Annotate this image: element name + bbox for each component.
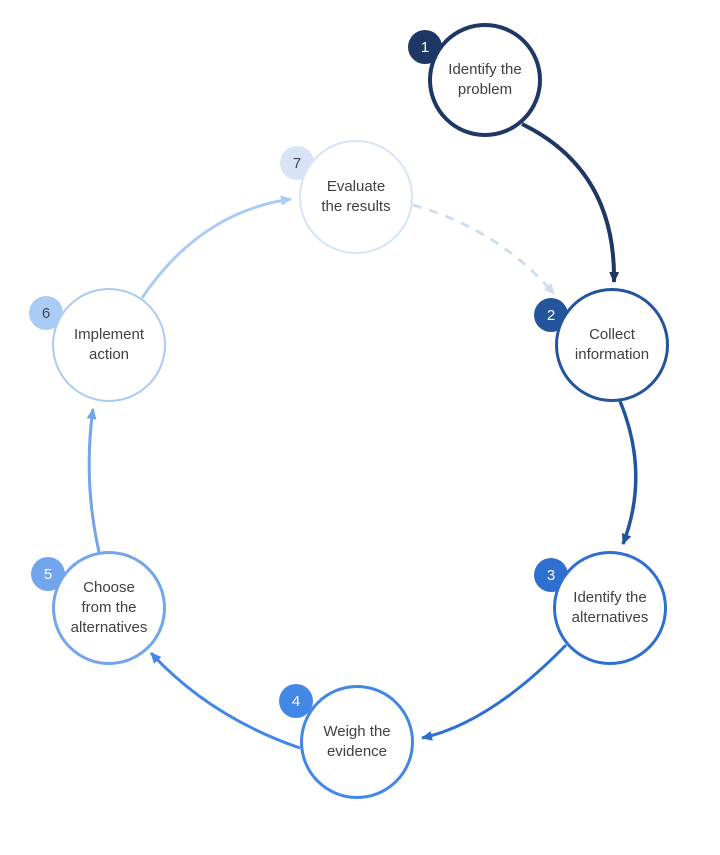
connector-5-6 — [86, 408, 101, 553]
connector-4-5 — [149, 651, 301, 750]
step-node-evaluate-the-results: Evaluate the results — [299, 140, 413, 254]
step-node-label: Choose from the alternatives — [70, 578, 148, 637]
step-node-implement-action: Implement action — [52, 288, 166, 402]
step-node-label: Evaluate the results — [321, 177, 391, 215]
connector-7-2-feedback-dashed — [412, 203, 556, 295]
step-node-label: Identify the alternatives — [571, 588, 649, 626]
connector-6-7 — [140, 195, 292, 299]
step-node-label: Weigh the evidence — [323, 722, 391, 760]
connector-2-3 — [618, 400, 638, 545]
step-node-label: Identify the problem — [448, 60, 522, 98]
step-node-label: Collect information — [574, 325, 650, 363]
step-node-choose-from-the-alternatives: Choose from the alternatives — [52, 551, 166, 665]
step-node-identify-the-alternatives: Identify the alternatives — [553, 551, 667, 665]
step-node-collect-information: Collect information — [555, 288, 669, 402]
connector-3-4 — [421, 643, 568, 741]
step-node-label: Implement action — [73, 325, 145, 363]
step-node-identify-the-problem: Identify the problem — [428, 23, 542, 137]
connector-1-2 — [521, 122, 620, 283]
step-node-weigh-the-evidence: Weigh the evidence — [300, 685, 414, 799]
